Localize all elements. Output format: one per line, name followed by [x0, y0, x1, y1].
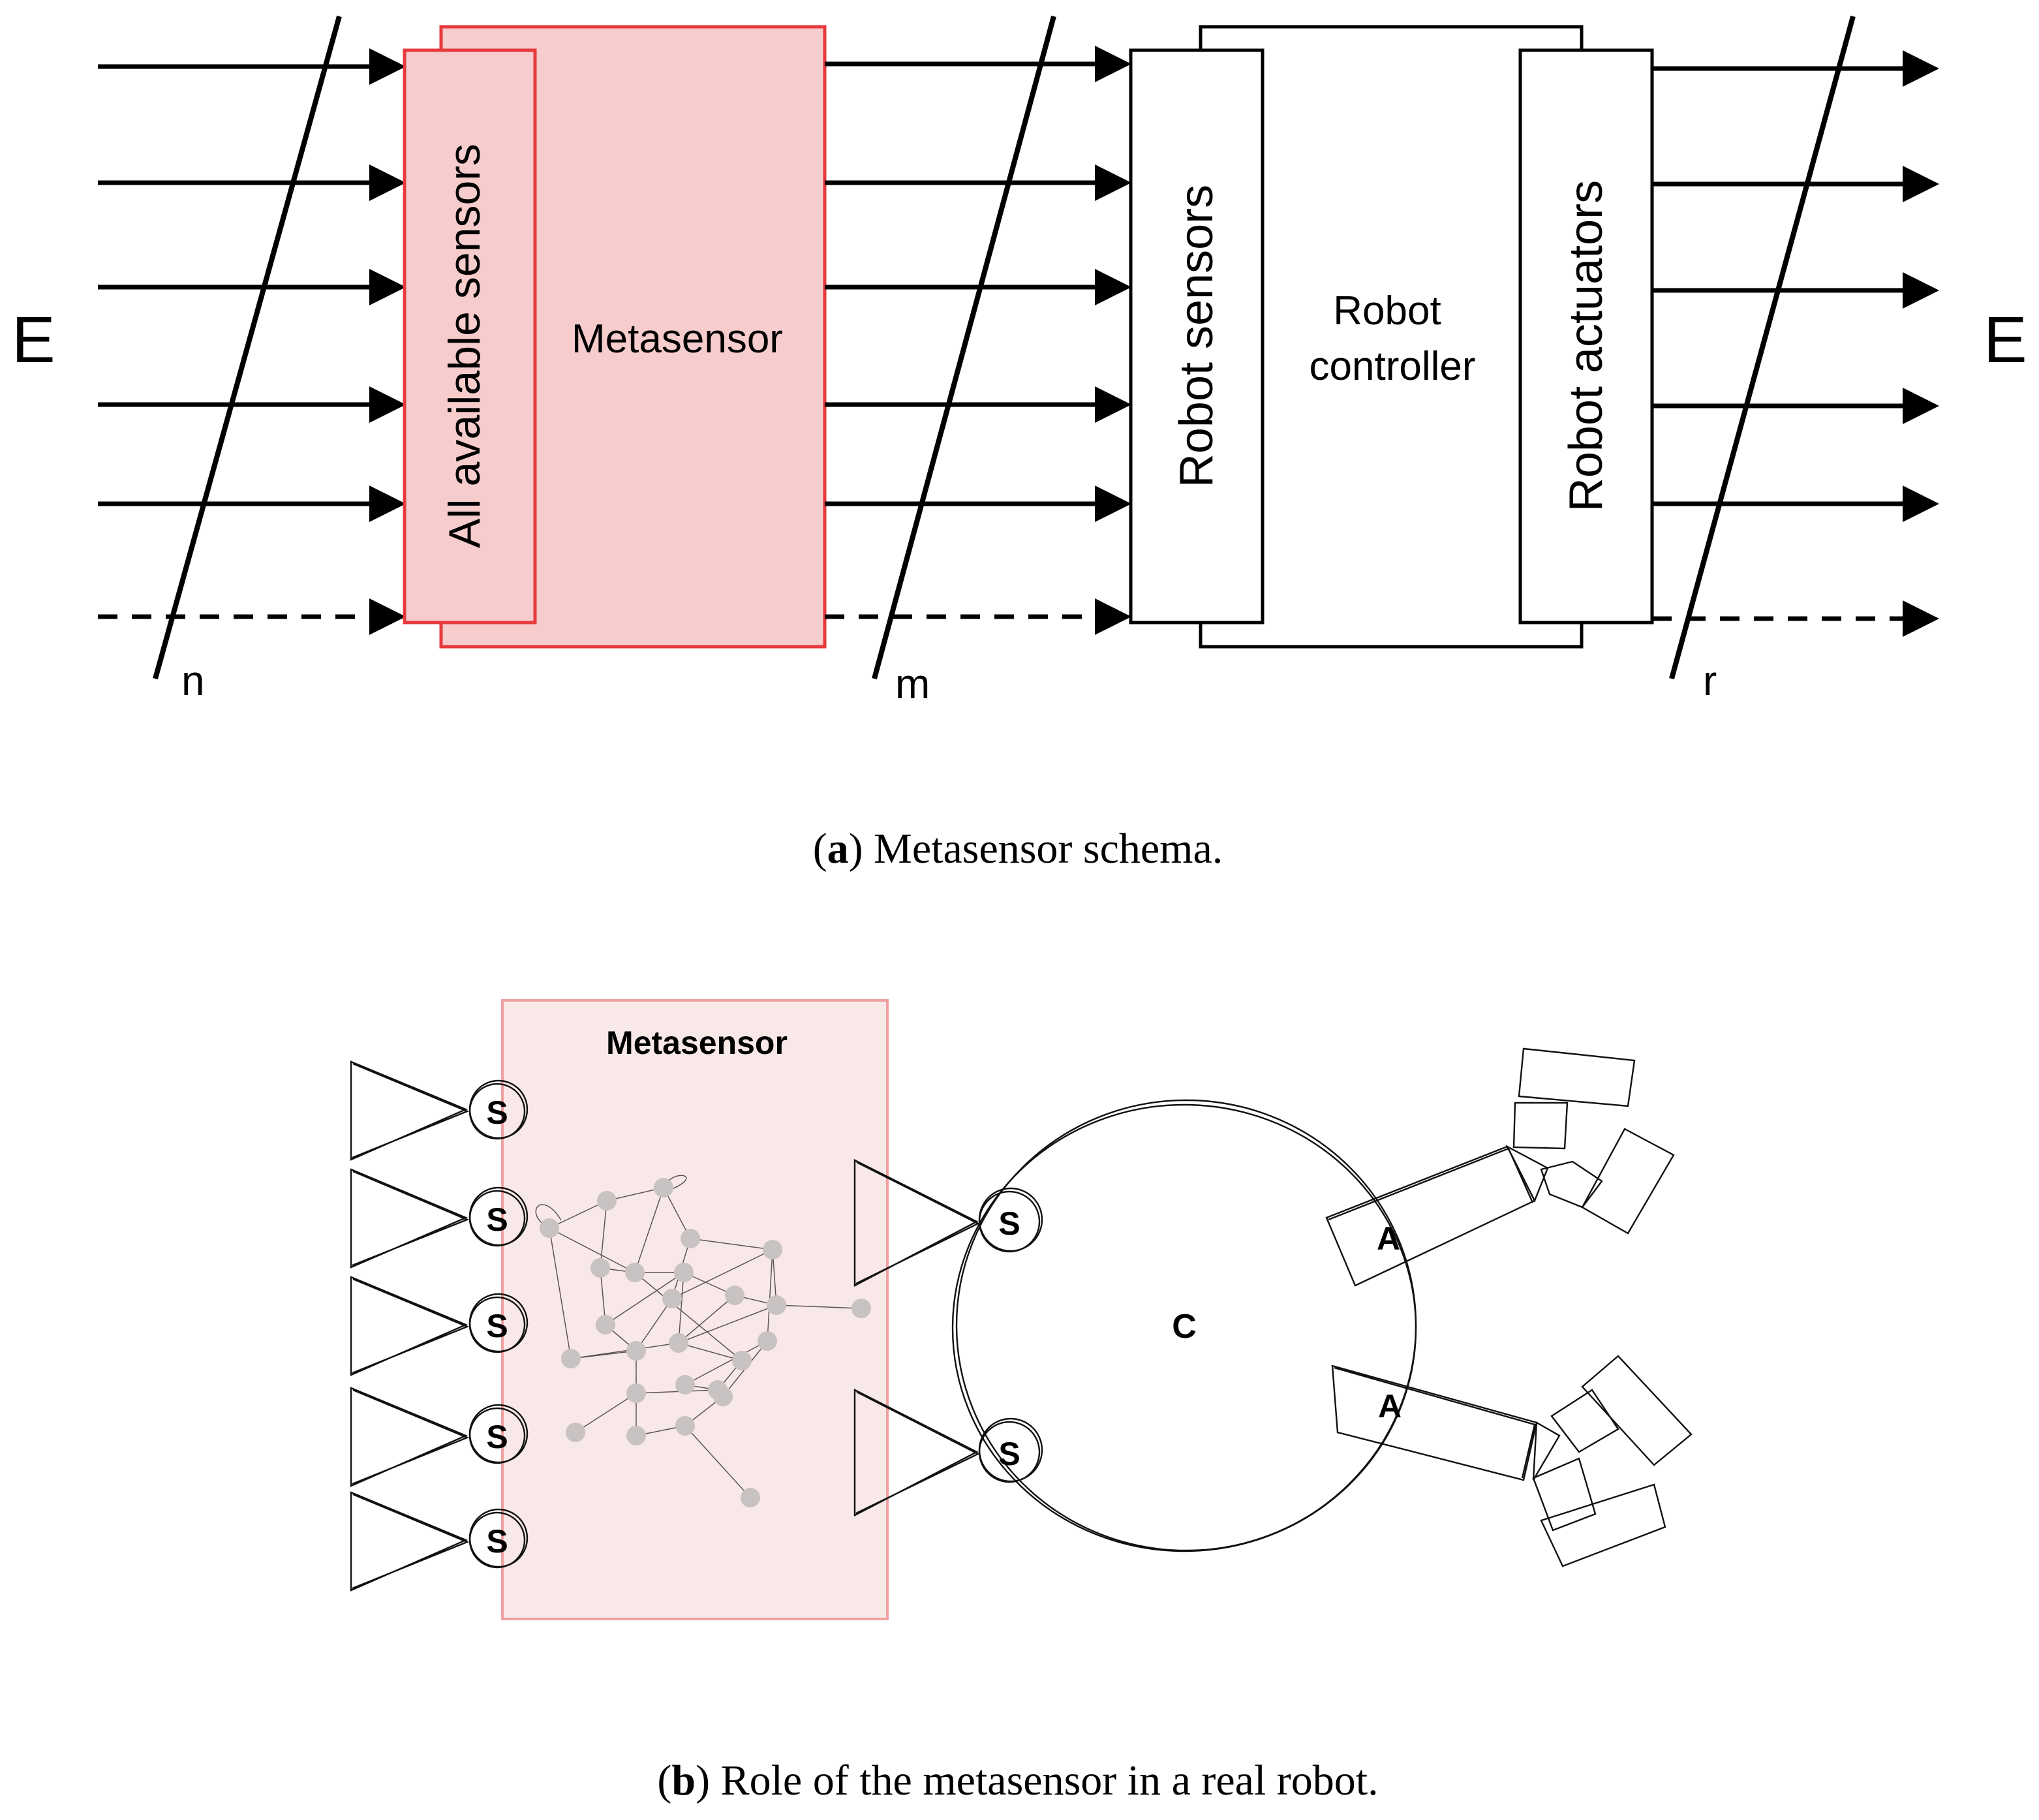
bus-slash-n	[153, 15, 342, 680]
robot-sensor-unit: S	[853, 1159, 1043, 1287]
network-node	[669, 1333, 688, 1353]
sensor-unit: S	[350, 1060, 529, 1161]
metasensor-network-graph	[535, 1175, 871, 1507]
gripper-segment	[1505, 1145, 1549, 1203]
sensor-label: S	[486, 1201, 508, 1238]
network-node	[675, 1416, 695, 1436]
network-node	[561, 1349, 581, 1368]
bus-slash-m	[872, 15, 1056, 680]
sensor-cone-icon	[350, 1387, 470, 1487]
sensor-unit: S	[350, 1491, 529, 1592]
panel-a-schema: n E All available sensors Metasensor m R…	[12, 15, 2027, 872]
sensor-label: S	[998, 1436, 1020, 1472]
sensor-label: S	[998, 1205, 1020, 1242]
actuator-output-arrows	[1652, 50, 1939, 637]
sensor-cone-icon	[350, 1276, 470, 1376]
network-node	[725, 1286, 744, 1305]
network-node	[662, 1289, 682, 1308]
input-signal-arrows	[98, 48, 406, 635]
robot-body: C	[951, 1099, 1417, 1552]
sensor-label: S	[486, 1308, 508, 1344]
network-node	[713, 1387, 733, 1406]
sensor-label: S	[486, 1419, 508, 1455]
network-node	[626, 1383, 646, 1403]
gripper-segment	[1581, 1128, 1675, 1235]
actuator-block	[1325, 1145, 1536, 1287]
sensor-label: S	[486, 1523, 508, 1560]
bus-slash-r	[1669, 15, 1856, 680]
metasensor-output-arrows	[825, 46, 1131, 635]
robot-controller-label-line1: Robot	[1333, 288, 1441, 333]
robot-actuators-label: Robot actuators	[1560, 180, 1612, 512]
caption-a: (a) Metasensor schema.	[813, 825, 1223, 872]
count-m-label: m	[895, 660, 930, 707]
gripper-segment	[1540, 1160, 1603, 1209]
actuator-arm-lower: A	[1331, 1355, 1693, 1567]
sensor-unit: S	[350, 1168, 529, 1269]
actuator-label: A	[1378, 1388, 1402, 1425]
network-node	[741, 1488, 760, 1507]
network-node	[590, 1258, 610, 1278]
metasensor-area	[501, 999, 889, 1620]
network-node	[626, 1341, 646, 1361]
network-node	[540, 1218, 559, 1238]
metasensor-label: Metasensor	[572, 316, 783, 362]
sensor-cone-icon	[350, 1060, 470, 1161]
network-node	[626, 1426, 646, 1445]
sensor-unit: S	[350, 1387, 529, 1487]
gripper-segment	[1512, 1102, 1569, 1150]
metasensor-title: Metasensor	[606, 1025, 788, 1061]
network-node	[675, 1375, 695, 1395]
actuator-block	[1331, 1365, 1538, 1481]
network-node	[596, 1315, 615, 1334]
sensor-cone-icon	[350, 1168, 470, 1269]
count-n-label: n	[181, 657, 205, 704]
network-node	[597, 1191, 617, 1211]
sensor-unit: S	[350, 1276, 529, 1376]
all-sensors-label: All available sensors	[440, 144, 489, 548]
sensor-cone-icon	[853, 1159, 980, 1287]
network-node	[674, 1263, 694, 1282]
gripper-segment	[1550, 1389, 1619, 1453]
sensor-label: S	[486, 1094, 508, 1131]
network-node	[732, 1351, 752, 1370]
gripper-segment	[1518, 1047, 1636, 1107]
network-node	[851, 1299, 871, 1318]
network-node	[654, 1178, 673, 1197]
actuator-arm-upper: A	[1325, 1047, 1675, 1287]
robot-actuators-block	[1518, 48, 1654, 625]
network-node	[758, 1331, 777, 1351]
gripper-segment	[1532, 1421, 1561, 1481]
caption-a-text: Metasensor schema.	[874, 825, 1223, 872]
robot-controller-label-line2: controller	[1310, 344, 1476, 389]
network-node	[763, 1240, 782, 1259]
gripper-segment	[1540, 1483, 1666, 1567]
controller-label: C	[1172, 1308, 1197, 1346]
network-node	[566, 1423, 585, 1442]
robot-sensors: S S	[853, 1159, 1043, 1517]
panel-b-robot: Metasensor	[350, 999, 1693, 1804]
count-r-label: r	[1703, 657, 1717, 704]
sensor-cone-icon	[350, 1491, 470, 1592]
robot-sensors-block	[1129, 48, 1265, 625]
sensor-cone-icon	[853, 1389, 980, 1517]
external-sensors: S S S S	[350, 1060, 529, 1592]
network-node	[767, 1295, 786, 1315]
gripper-segment	[1532, 1457, 1597, 1532]
robot-sensor-unit: S	[853, 1389, 1043, 1517]
environment-left-label: E	[12, 303, 55, 377]
robot-sensors-label: Robot sensors	[1171, 185, 1223, 487]
all-sensors-block	[403, 48, 537, 625]
network-node	[625, 1263, 645, 1282]
gripper-segment	[1581, 1355, 1693, 1466]
actuator-label: A	[1377, 1220, 1400, 1257]
caption-a-letter: a	[827, 825, 849, 872]
caption-b-text: Role of the metasensor in a real robot.	[721, 1757, 1379, 1804]
network-node	[681, 1229, 700, 1248]
caption-b-letter: b	[671, 1757, 696, 1804]
environment-right-label: E	[1984, 303, 2027, 377]
caption-b: (b) Role of the metasensor in a real rob…	[657, 1757, 1378, 1804]
